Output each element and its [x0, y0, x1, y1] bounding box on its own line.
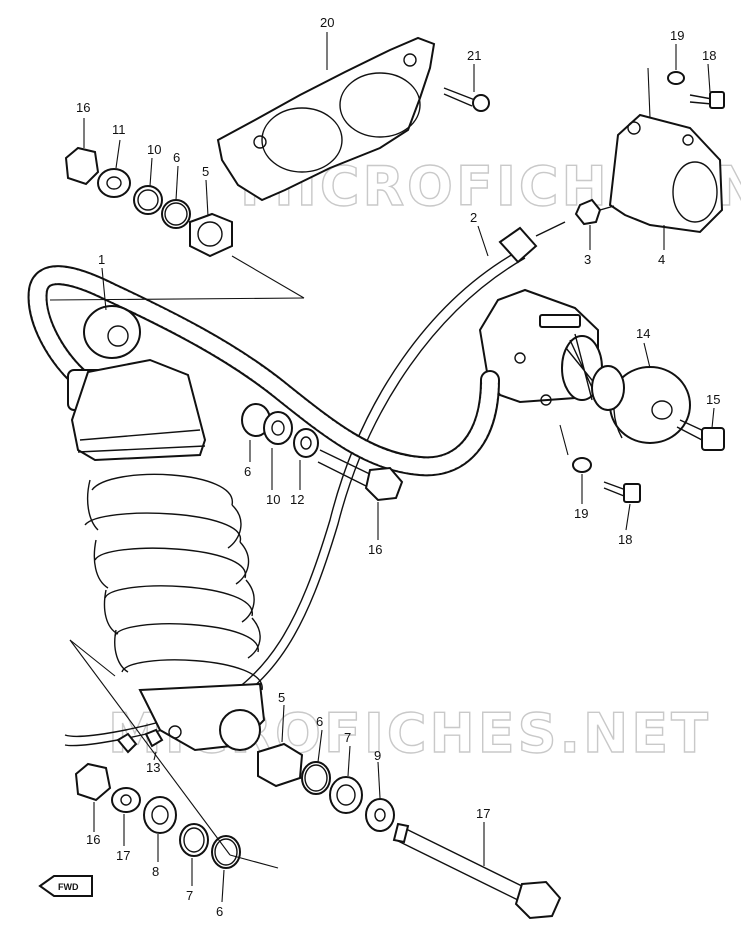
part-20-bracket-plate — [216, 36, 436, 202]
lower-bushing-stack — [74, 728, 395, 869]
callout-7-lower-right: 7 — [344, 730, 351, 745]
callout-19-lower: 19 — [574, 506, 588, 521]
damper-reservoir — [478, 288, 625, 411]
part-18-bolt-top — [689, 91, 725, 109]
callout-6-lower-left: 6 — [216, 904, 223, 919]
callout-8-lower-left: 8 — [152, 864, 159, 879]
callout-10-top: 11 — [112, 122, 126, 137]
callout-20: 20 — [320, 15, 334, 30]
part-13-screw — [676, 419, 725, 451]
part-21-bolt — [443, 87, 490, 112]
part-15-long-bolt — [392, 822, 562, 920]
callout-19-top: 19 — [670, 28, 684, 43]
forward-label: FWD — [58, 882, 79, 892]
part-3-nut — [574, 198, 615, 226]
upper-bushing-stack — [64, 146, 233, 258]
callout-6-top: 6 — [173, 150, 180, 165]
callout-17: 17 — [116, 848, 130, 863]
part-19-washer-lower — [572, 457, 592, 473]
callout-12: 14 — [636, 326, 650, 341]
forward-arrow: FWD — [38, 875, 93, 897]
callout-5-top: 5 — [202, 164, 209, 179]
callout-18-top: 18 — [702, 48, 716, 63]
callout-15: 17 — [476, 806, 490, 821]
callout-labels: 20 21 19 18 16 11 10 6 5 2 3 4 1 14 15 6… — [76, 15, 720, 919]
callout-9-mid: 10 — [266, 492, 280, 507]
callout-1: 1 — [98, 252, 105, 267]
part-19-washer-top — [667, 71, 685, 85]
callout-18-lower: 18 — [618, 532, 632, 547]
callout-16-lower: 16 — [86, 832, 100, 847]
callout-8-lower-right: 9 — [374, 748, 381, 763]
callout-9-top: 10 — [147, 142, 161, 157]
hydraulic-hose — [27, 265, 500, 477]
leader-lines — [49, 32, 715, 903]
part-18-bolt-lower — [603, 481, 641, 503]
part-1-shock-absorber — [67, 305, 266, 752]
part-14-bolt — [317, 449, 404, 502]
callout-10-mid: 12 — [290, 492, 304, 507]
callout-4: 4 — [658, 252, 665, 267]
callout-3: 3 — [584, 252, 591, 267]
callout-13: 15 — [706, 392, 720, 407]
callout-7-lower-left: 7 — [186, 888, 193, 903]
callout-21: 21 — [467, 48, 481, 63]
callout-16-top: 16 — [76, 100, 90, 115]
callout-11: 13 — [146, 760, 160, 775]
callout-6-mid: 6 — [244, 464, 251, 479]
callout-14: 16 — [368, 542, 382, 557]
callout-2: 2 — [470, 210, 477, 225]
mount-washers — [241, 403, 319, 458]
part-4-adjuster-housing — [608, 113, 724, 234]
part-2-adjuster-cable — [64, 221, 566, 747]
callout-5-lower: 5 — [278, 690, 285, 705]
callout-6-lower-right: 6 — [316, 714, 323, 729]
